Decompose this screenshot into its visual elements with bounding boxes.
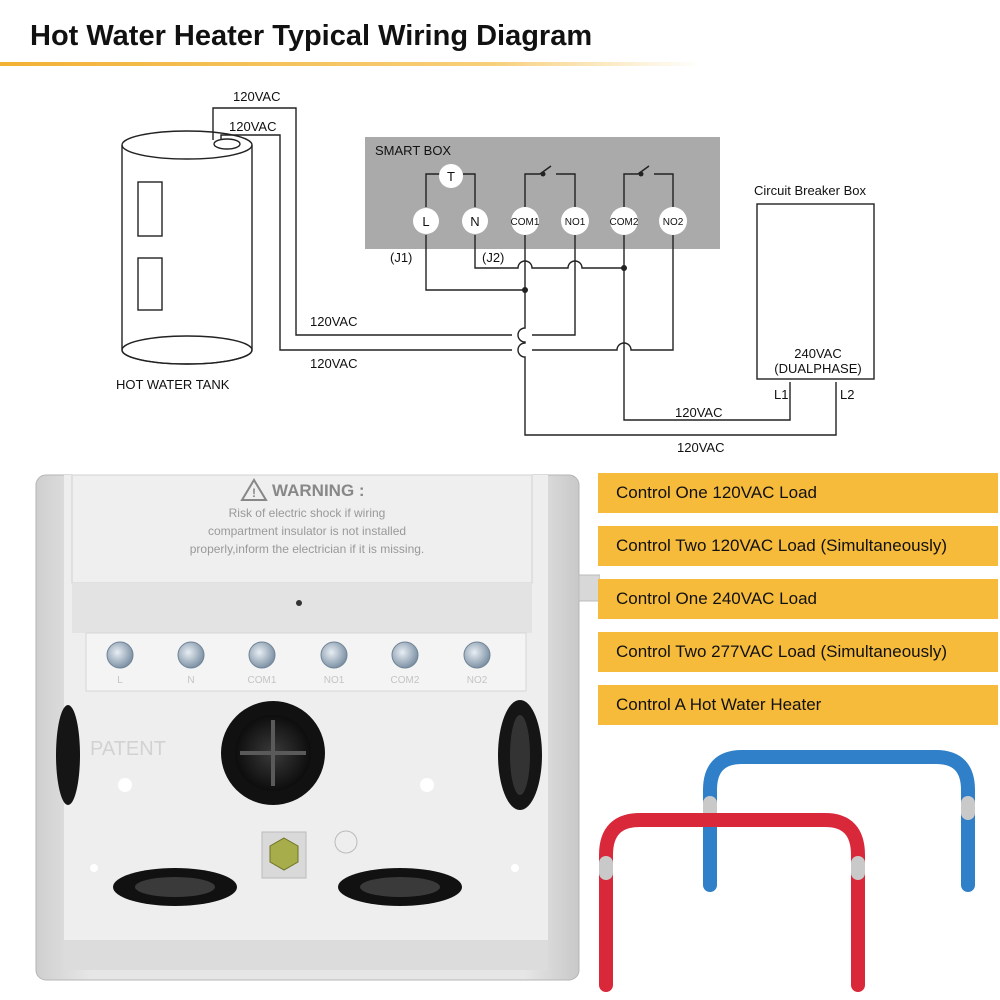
photo-terminal-label: L xyxy=(117,675,123,686)
smart-box-label: SMART BOX xyxy=(375,143,451,158)
insulator-cover xyxy=(71,474,533,584)
circuit-breaker-box xyxy=(756,203,875,380)
jumper-wires xyxy=(599,750,975,992)
photo-terminal-label: N xyxy=(187,675,194,686)
red-jumper-wire xyxy=(599,813,865,992)
terminal-no1-label: NO1 xyxy=(565,217,586,228)
terminal-com2 xyxy=(610,207,638,235)
volt-label-top-inner: 120VAC xyxy=(229,119,276,134)
terminal-com1-label: COM1 xyxy=(511,217,540,228)
smart-box-terminals: T L N COM1 NO1 COM2 NO2 xyxy=(413,164,687,235)
ground-screw xyxy=(261,830,358,879)
svg-text:!: ! xyxy=(252,486,256,500)
feature-item: Control One 120VAC Load xyxy=(598,473,998,513)
terminal-com1 xyxy=(511,207,539,235)
tank-inlet xyxy=(213,138,241,150)
terminal-no2-label: NO2 xyxy=(663,217,684,228)
center-grommet xyxy=(221,701,325,805)
terminal-t xyxy=(439,164,463,188)
warning-line-1: Risk of electric shock if wiring xyxy=(229,506,386,520)
feature-item: Control A Hot Water Heater xyxy=(598,685,998,725)
terminal-screws xyxy=(106,641,491,669)
breaker-phase: (DUALPHASE) xyxy=(774,361,861,376)
smart-box-photo: ! WARNING : Risk of electric shock if wi… xyxy=(35,474,600,981)
terminal-strip xyxy=(85,632,527,692)
terminal-n-label: N xyxy=(470,214,479,229)
photo-terminal-label: COM2 xyxy=(391,675,420,686)
terminal-t-label: T xyxy=(447,169,455,184)
terminal-no2 xyxy=(659,207,687,235)
l1-label: L1 xyxy=(774,387,788,402)
wiring-diagram: HOT WATER TANK 120VAC 120VAC 120VAC 120V… xyxy=(116,89,875,455)
bottom-grommets xyxy=(113,868,462,906)
terminal-com2-label: COM2 xyxy=(610,217,639,228)
tank-wires xyxy=(212,107,512,351)
tank-lower-element xyxy=(137,257,163,311)
terminal-n xyxy=(462,208,488,234)
j1-label: (J1) xyxy=(390,250,412,265)
volt-label-bottom-lower: 120VAC xyxy=(677,440,724,455)
j2-label: (J2) xyxy=(482,250,504,265)
photo-terminal-label: COM1 xyxy=(248,675,277,686)
patent-embossing: PATENT xyxy=(90,738,166,760)
breaker-box-label: Circuit Breaker Box xyxy=(754,183,866,198)
terminal-l-label: L xyxy=(422,214,429,229)
page-title: Hot Water Heater Typical Wiring Diagram xyxy=(30,20,593,52)
feature-item: Control Two 120VAC Load (Simultaneously) xyxy=(598,526,998,566)
warning-line-3: properly,inform the electrician if it is… xyxy=(190,542,425,556)
l2-label: L2 xyxy=(840,387,854,402)
terminal-no1 xyxy=(561,207,589,235)
feature-item: Control One 240VAC Load xyxy=(598,579,998,619)
volt-label-top-outer: 120VAC xyxy=(233,89,280,104)
blue-jumper-wire xyxy=(703,750,975,892)
terminal-l xyxy=(413,208,439,234)
warning-triangle-icon: ! xyxy=(240,478,268,501)
left-grommet xyxy=(56,705,80,805)
title-underline xyxy=(0,62,700,66)
photo-terminal-label: NO2 xyxy=(467,675,488,686)
tank-label: HOT WATER TANK xyxy=(116,377,230,392)
feature-item: Control Two 277VAC Load (Simultaneously) xyxy=(598,632,998,672)
volt-label-bottom-upper: 120VAC xyxy=(675,405,722,420)
volt-label-mid-lower: 120VAC xyxy=(310,356,357,371)
tank-upper-element xyxy=(137,181,163,237)
breaker-voltage: 240VAC xyxy=(794,346,841,361)
volt-label-mid-upper: 120VAC xyxy=(310,314,357,329)
terminal-labels: L N COM1 NO1 COM2 NO2 xyxy=(117,675,488,686)
photo-terminal-label: NO1 xyxy=(324,675,345,686)
external-wiring xyxy=(425,235,837,436)
hot-water-tank xyxy=(121,130,253,365)
warning-line-2: compartment insulator is not installed xyxy=(208,524,406,538)
warning-title: WARNING : xyxy=(272,481,365,500)
